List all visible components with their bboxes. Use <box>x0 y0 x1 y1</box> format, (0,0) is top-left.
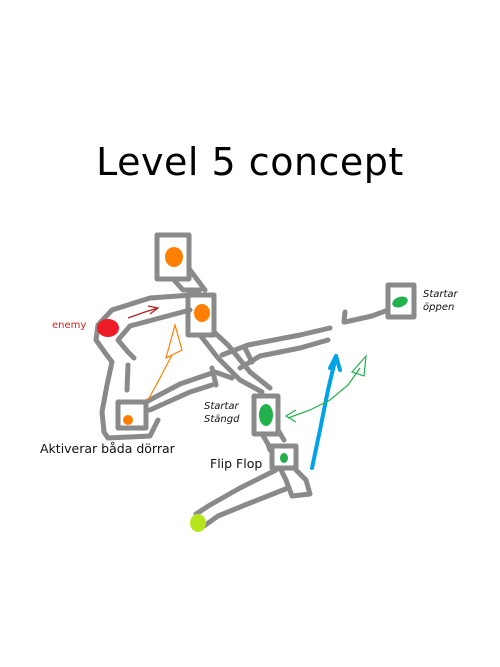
orange-switch-bottom <box>123 415 133 425</box>
enemy-marker <box>97 319 119 337</box>
lower-left-corridor <box>193 467 279 517</box>
lower-corridor <box>143 369 235 405</box>
main-corridor <box>197 332 265 395</box>
bottom-room <box>277 465 313 499</box>
right-corridor <box>219 325 333 358</box>
closed-door-room <box>251 393 281 437</box>
starts-closed-line2: Stängd <box>204 414 240 425</box>
starts-open-line2: öppen <box>423 302 455 313</box>
green-arrow <box>284 354 367 423</box>
lime-start-marker <box>190 514 206 532</box>
starts-open-line1: Startar <box>423 289 458 300</box>
orange-arrow <box>147 322 183 401</box>
orange-door <box>194 304 210 322</box>
bottom-left-room <box>115 399 149 431</box>
enemy-path-arrow <box>127 305 160 319</box>
green-flip-flop <box>280 453 288 463</box>
blue-arrow <box>310 354 342 470</box>
flip-flop-label: Flip Flop <box>210 456 263 471</box>
starts-closed-line1: Startar <box>204 401 239 412</box>
flip-flop-room <box>269 443 299 471</box>
green-door-closed <box>259 404 273 426</box>
activates-both-doors-label: Aktiverar båda dörrar <box>40 441 175 456</box>
page-title: Level 5 concept <box>96 140 404 184</box>
upper-corridor <box>170 276 203 293</box>
starts-open-label: Startar öppen <box>423 288 458 314</box>
enemy-label: enemy <box>52 320 87 331</box>
orange-switch-top <box>165 247 183 267</box>
open-door-room <box>385 282 417 320</box>
left-shaft <box>99 359 115 435</box>
starts-closed-label: Startar Stängd <box>204 400 239 426</box>
open-door-stub <box>342 307 391 325</box>
green-door-open <box>392 296 408 308</box>
